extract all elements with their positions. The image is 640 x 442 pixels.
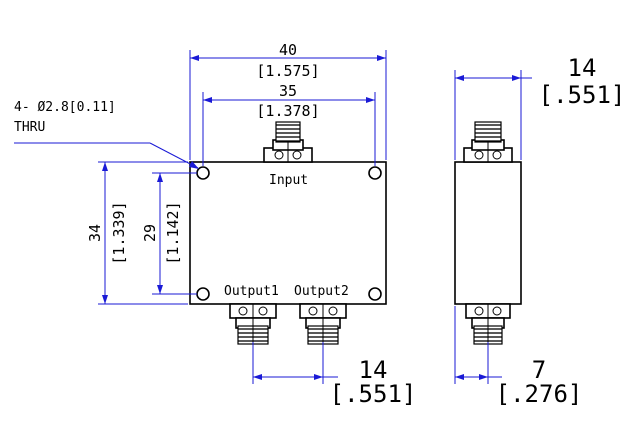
port-label-output2: Output2 bbox=[294, 284, 349, 299]
dim-side-connector-offset bbox=[454, 306, 502, 384]
dim-overall-height-mm: 34 bbox=[86, 224, 104, 242]
dim-overall-height bbox=[98, 161, 188, 305]
dim-overall-width bbox=[189, 50, 387, 160]
dim-hole-spacing-height bbox=[152, 172, 197, 295]
dim-output-spacing-mm: 14 bbox=[359, 356, 388, 384]
port-label-output1: Output1 bbox=[224, 284, 279, 299]
mounting-hole-bottom-right bbox=[368, 287, 382, 301]
mounting-hole-top-right bbox=[368, 166, 382, 180]
housing-outline bbox=[189, 161, 387, 305]
dim-hole-spacing-width-inch: [1.378] bbox=[256, 102, 319, 120]
hole-note-leader bbox=[14, 142, 199, 169]
dim-side-connector-offset-mm: 7 bbox=[532, 356, 546, 384]
dim-side-depth-mm: 14 bbox=[568, 54, 597, 82]
dim-hole-spacing-width-mm: 35 bbox=[279, 82, 297, 100]
dim-side-depth bbox=[454, 70, 532, 160]
front-view: Input Output1 Output2 4- Ø2.8[0.11] THRU… bbox=[14, 41, 416, 408]
output2-connector-icon bbox=[299, 303, 347, 345]
side-bottom-connector-icon bbox=[465, 303, 511, 345]
dim-output-spacing bbox=[252, 342, 338, 384]
dim-side-connector-offset-inch: [.276] bbox=[496, 380, 583, 408]
dim-hole-spacing-height-inch: [1.142] bbox=[164, 201, 182, 264]
input-connector-icon bbox=[263, 121, 313, 163]
dim-hole-spacing-width bbox=[202, 92, 376, 166]
port-label-input: Input bbox=[269, 173, 308, 188]
dim-overall-width-inch: [1.575] bbox=[256, 62, 319, 80]
dim-overall-height-inch: [1.339] bbox=[110, 201, 128, 264]
dim-hole-spacing-height-mm: 29 bbox=[141, 224, 159, 242]
side-housing-outline bbox=[454, 161, 522, 305]
dim-side-depth-inch: [.551] bbox=[539, 81, 626, 109]
side-view: 14 [.551] 7 [.276] bbox=[454, 54, 626, 408]
output1-connector-icon bbox=[229, 303, 277, 345]
dim-overall-width-mm: 40 bbox=[279, 41, 297, 59]
side-top-connector-icon bbox=[463, 121, 513, 163]
hole-note-line2: THRU bbox=[14, 120, 45, 135]
dim-output-spacing-inch: [.551] bbox=[330, 380, 417, 408]
mounting-hole-bottom-left bbox=[196, 287, 210, 301]
hole-note-line1: 4- Ø2.8[0.11] bbox=[14, 100, 116, 115]
